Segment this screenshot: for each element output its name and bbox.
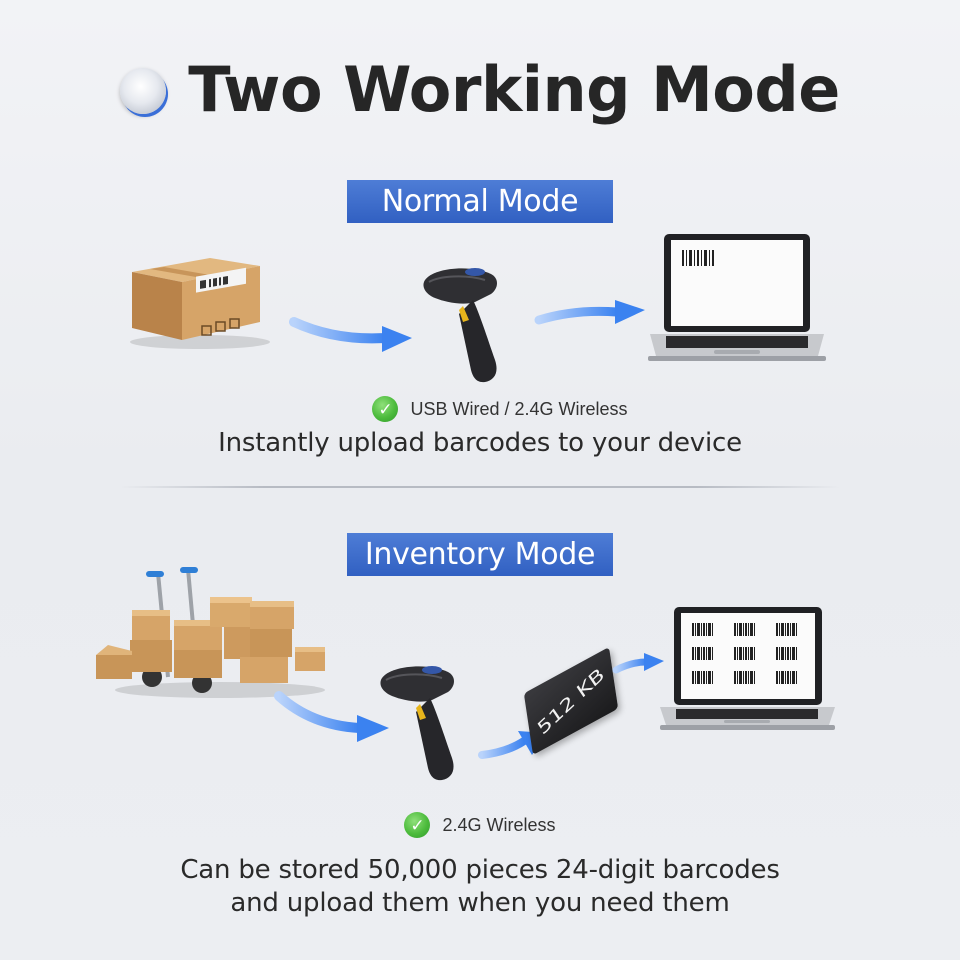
laptop-icon (660, 607, 835, 730)
arrow-right-icon (289, 317, 412, 352)
inventory-mode-badge: Inventory Mode (347, 533, 613, 576)
laptop-icon (648, 234, 826, 361)
radio-bullet-icon (120, 68, 167, 114)
hand-truck-boxes-icon (96, 567, 325, 698)
section-divider (120, 486, 840, 488)
barcode-scanner-icon (380, 666, 454, 781)
normal-mode-badge: Normal Mode (347, 180, 613, 223)
inventory-feature-row: ✓ 2.4G Wireless (0, 812, 960, 838)
arrow-right-icon (612, 653, 664, 674)
sd-card-label: 512 KB (533, 663, 609, 739)
inventory-feature-text: 2.4G Wireless (442, 814, 556, 835)
normal-feature-text: USB Wired / 2.4G Wireless (410, 398, 628, 419)
arrow-right-icon (534, 300, 645, 325)
arrow-right-icon (274, 691, 389, 742)
inventory-description-line1: Can be stored 50,000 pieces 24-digit bar… (180, 855, 780, 885)
checkmark-icon: ✓ (372, 396, 399, 422)
normal-feature-row: ✓ USB Wired / 2.4G Wireless (0, 396, 960, 422)
title-text: Two Working Mode (188, 52, 840, 126)
normal-description: Instantly upload barcodes to your device (218, 428, 742, 458)
barcode-grid (692, 623, 797, 684)
checkmark-icon: ✓ (404, 812, 431, 838)
barcode-scanner-icon (423, 268, 497, 383)
page-title: Two Working Mode (0, 44, 960, 134)
sd-card-icon: 512 KB (523, 646, 619, 756)
inventory-description-line2: and upload them when you need them (230, 888, 730, 918)
cardboard-box-icon (130, 258, 270, 349)
